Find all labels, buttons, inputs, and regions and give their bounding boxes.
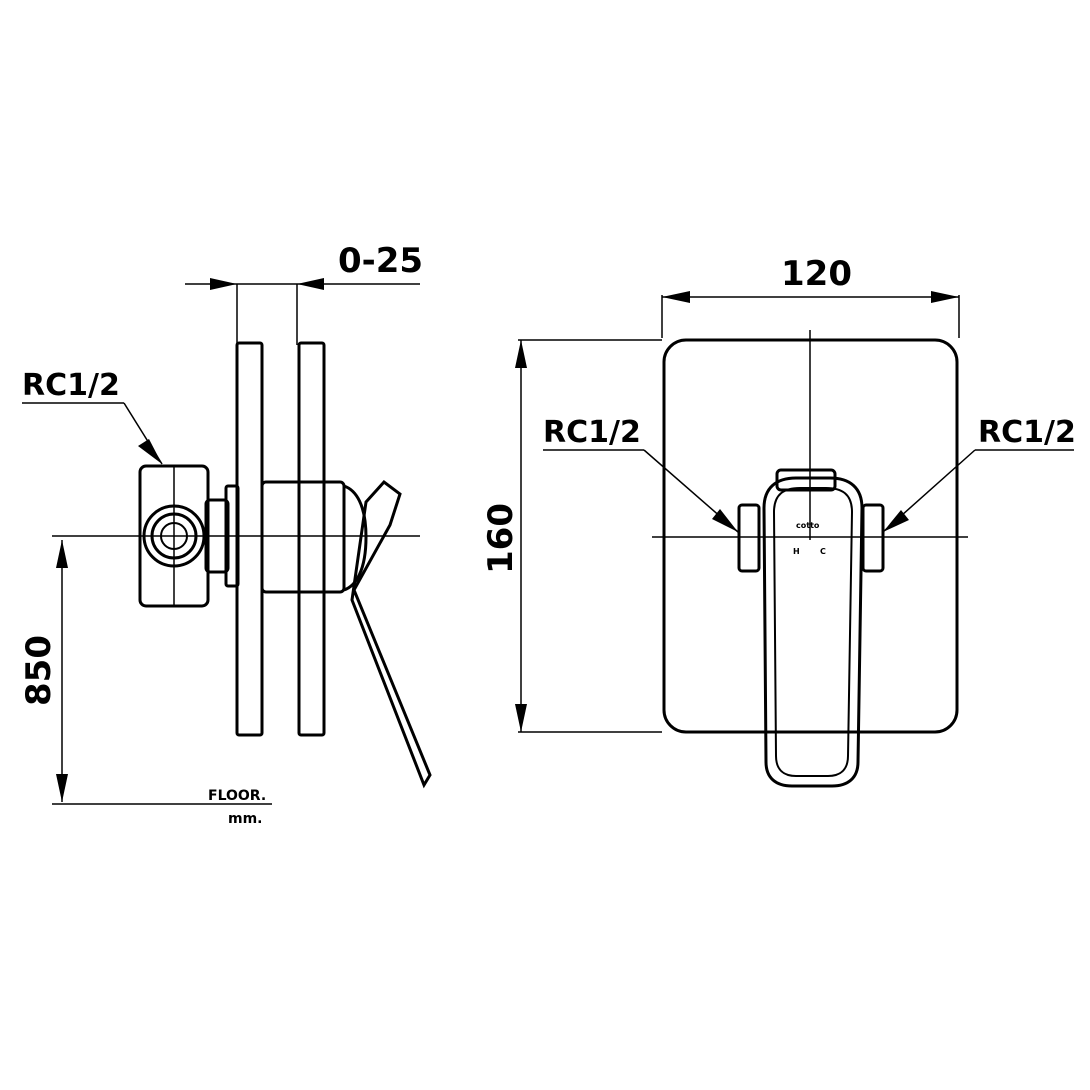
offset-dimension: 0-25 — [185, 241, 423, 345]
front-right-inlet-callout: RC1/2 — [882, 415, 1076, 533]
front-height-dimension: 160 — [481, 339, 662, 733]
cover-plate-back — [297, 341, 326, 737]
hot-mark: H — [793, 547, 800, 556]
lever-handle — [350, 479, 432, 789]
cover-plate-front — [235, 341, 264, 737]
height-dimension-label: 850 — [19, 635, 59, 706]
side-view: 0-25 RC1/2 — [19, 241, 432, 827]
side-inlet-callout: RC1/2 — [22, 368, 163, 465]
side-inlet-label: RC1/2 — [22, 368, 120, 403]
front-view: 120 160 cotto H C — [481, 254, 1076, 788]
width-dimension: 120 — [661, 254, 960, 338]
handle-cap — [775, 468, 837, 492]
front-height-dimension-label: 160 — [481, 503, 521, 574]
handle-hub — [260, 480, 368, 594]
right-inlet-stub — [861, 503, 885, 573]
height-dimension: 850 — [19, 540, 272, 805]
front-left-inlet-label: RC1/2 — [543, 415, 641, 450]
cold-mark: C — [820, 547, 826, 556]
offset-dimension-label: 0-25 — [338, 241, 423, 281]
left-inlet-stub — [737, 503, 761, 573]
front-lever-inner — [772, 487, 854, 777]
width-dimension-label: 120 — [781, 254, 852, 294]
unit-label: mm. — [228, 811, 263, 827]
front-left-inlet-callout: RC1/2 — [543, 415, 739, 533]
brand-mark: cotto — [796, 521, 820, 530]
front-right-inlet-label: RC1/2 — [978, 415, 1076, 450]
front-lever-handle — [762, 476, 864, 788]
floor-label: FLOOR. — [208, 788, 266, 804]
